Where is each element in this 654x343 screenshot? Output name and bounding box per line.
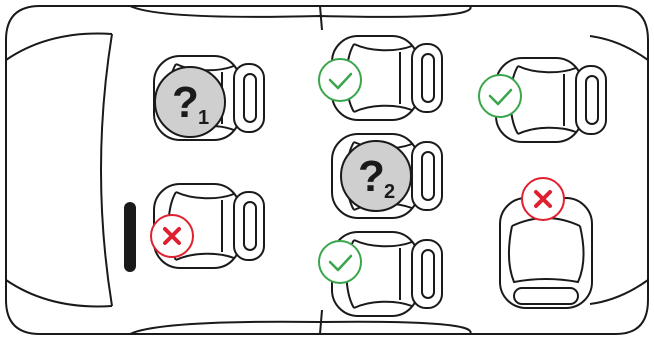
check-icon	[318, 58, 362, 102]
check-icon	[318, 240, 362, 284]
cross-icon	[150, 214, 194, 258]
steering-wheel	[124, 202, 136, 272]
question-index-1: 1	[198, 107, 209, 129]
unknown-marker-2: ? 2	[340, 140, 412, 212]
question-mark-2: ?	[358, 152, 385, 201]
question-index-2: 2	[384, 181, 395, 203]
question-mark-1: ?	[172, 78, 199, 127]
cross-icon	[521, 177, 565, 221]
check-icon	[478, 74, 522, 118]
unknown-marker-1: ? 1	[154, 66, 226, 138]
seat-rear-bottom-child-seat[interactable]	[499, 197, 593, 309]
